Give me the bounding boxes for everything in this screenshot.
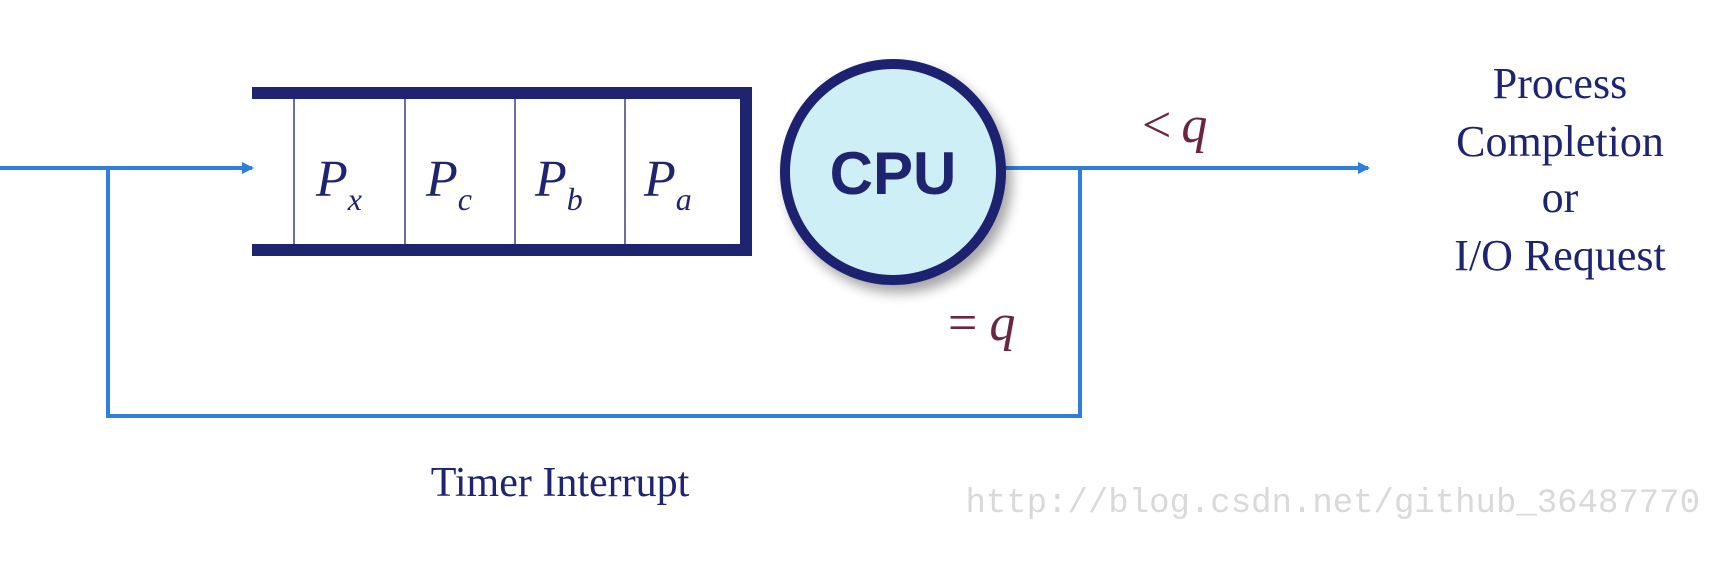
watermark: http://blog.csdn.net/github_36487770 [965,485,1700,523]
less-than-symbol: < [1142,97,1171,154]
feedback-loop-line [106,168,1082,418]
output-line: Completion [1456,117,1664,166]
output-line: I/O Request [1454,231,1665,280]
slot-subscript: a [676,181,692,217]
queue-slot-px: Px [315,151,362,217]
timer-interrupt-label: Timer Interrupt [431,460,690,506]
equal-symbol: = [948,295,977,352]
output-line: or [1542,173,1579,222]
queue-interior [292,96,744,246]
slot-letter: P [534,151,567,208]
slot-letter: P [425,151,458,208]
queue-slot-pb: Pb [534,151,583,217]
quantum-symbol: q [1181,97,1207,154]
output-line: Process [1493,59,1627,108]
slot-subscript: c [458,181,472,217]
queue-slot-pc: Pc [425,151,472,217]
output-label: Process Completion or I/O Request [1454,59,1665,280]
cpu-circle [780,59,1006,285]
ready-queue: Px Pc Pb Pa [252,87,752,256]
equal-quantum-label: =q [948,295,1015,352]
cpu-label: CPU [830,140,957,207]
less-than-quantum-label: <q [1142,97,1207,154]
slot-letter: P [315,151,348,208]
slot-subscript: x [347,181,362,217]
slot-letter: P [643,151,676,208]
quantum-symbol: q [989,295,1015,352]
cpu: CPU [780,59,1006,285]
queue-slot-pa: Pa [643,151,692,217]
slot-subscript: b [567,181,583,217]
